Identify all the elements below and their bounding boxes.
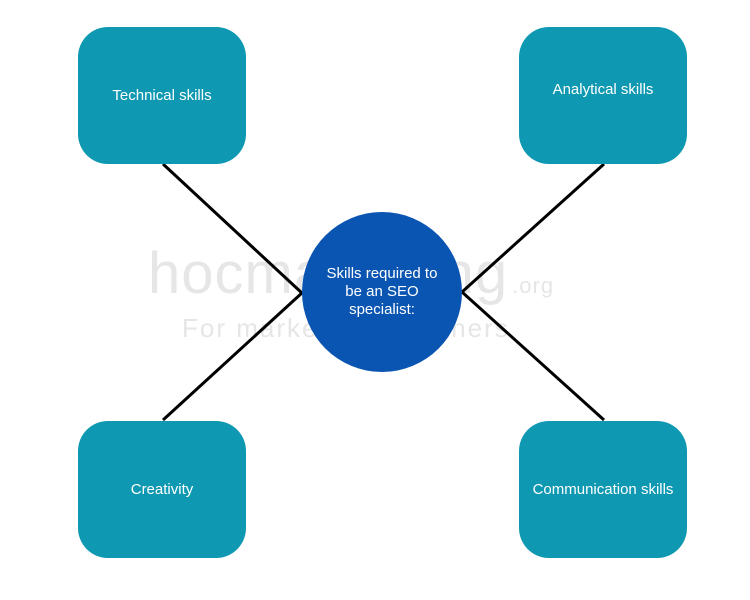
node-analytical-skills: Analytical skills xyxy=(519,27,687,164)
node-label: Creativity xyxy=(130,480,194,498)
node-technical-skills: Technical skills xyxy=(78,27,246,164)
connector-bottom-right xyxy=(460,290,606,422)
node-label: Technical skills xyxy=(112,86,212,104)
connector-top-right xyxy=(460,162,606,294)
node-communication-skills: Communication skills xyxy=(519,421,687,558)
node-label: Analytical skills xyxy=(552,80,654,98)
center-label: Skills required to be an SEO specialist: xyxy=(326,265,438,318)
node-label: Communication skills xyxy=(532,480,674,498)
node-creativity: Creativity xyxy=(78,421,246,558)
center-node: Skills required to be an SEO specialist: xyxy=(302,212,462,372)
connector-bottom-left xyxy=(161,290,305,422)
connector-top-left xyxy=(161,162,305,296)
